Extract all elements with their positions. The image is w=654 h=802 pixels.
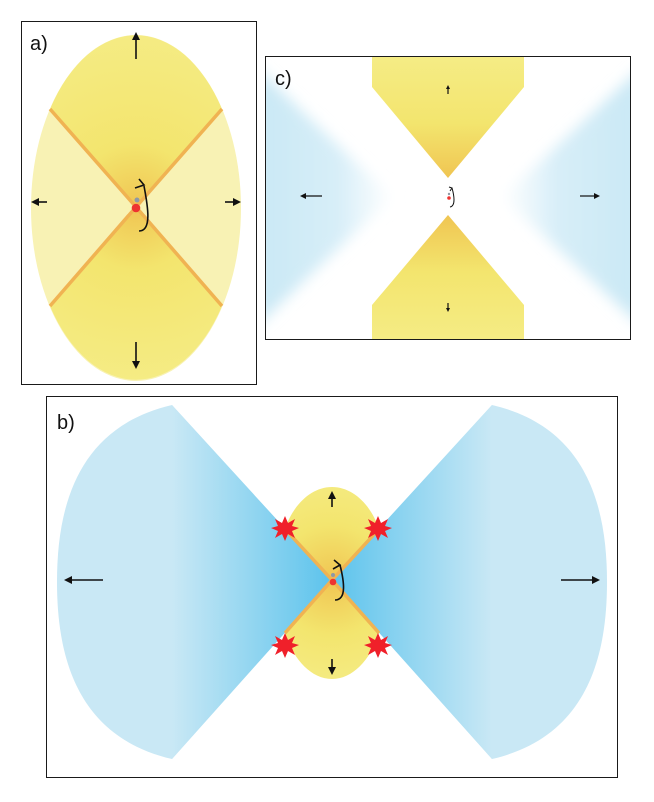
equatorial-outflow-right — [332, 405, 607, 759]
binary-star-icon — [447, 192, 451, 200]
panel-label-a: a) — [30, 33, 48, 55]
panel-b-diagram — [57, 405, 607, 759]
orbit-arrow-icon — [332, 559, 345, 601]
arrow-icon — [31, 32, 241, 369]
binary-star-icon — [329, 573, 337, 586]
equatorial-outflow-left — [266, 76, 392, 318]
panel-b: b) — [46, 396, 618, 778]
orbit-arrow-icon — [448, 186, 455, 208]
panel-c: c) — [265, 56, 631, 340]
shock-burst-icon — [271, 516, 392, 658]
binary-star-icon — [131, 197, 141, 213]
panel-c-diagram — [266, 57, 630, 339]
arrow-icon — [300, 85, 600, 312]
equatorial-outflow-right — [502, 78, 630, 316]
polar-lobes — [50, 35, 222, 380]
orbit-arrow-icon — [134, 178, 149, 232]
cone-edges — [283, 527, 381, 635]
panel-label-b: b) — [57, 412, 75, 434]
panel-label-c: c) — [275, 68, 292, 90]
cone-edges — [48, 107, 224, 308]
polar-lobes — [285, 487, 379, 679]
arrow-icon — [64, 491, 600, 675]
panel-a-diagram — [31, 32, 241, 381]
panel-a: a) — [21, 21, 257, 385]
equatorial-outflow-left — [57, 405, 332, 759]
polar-lobes — [372, 57, 524, 339]
